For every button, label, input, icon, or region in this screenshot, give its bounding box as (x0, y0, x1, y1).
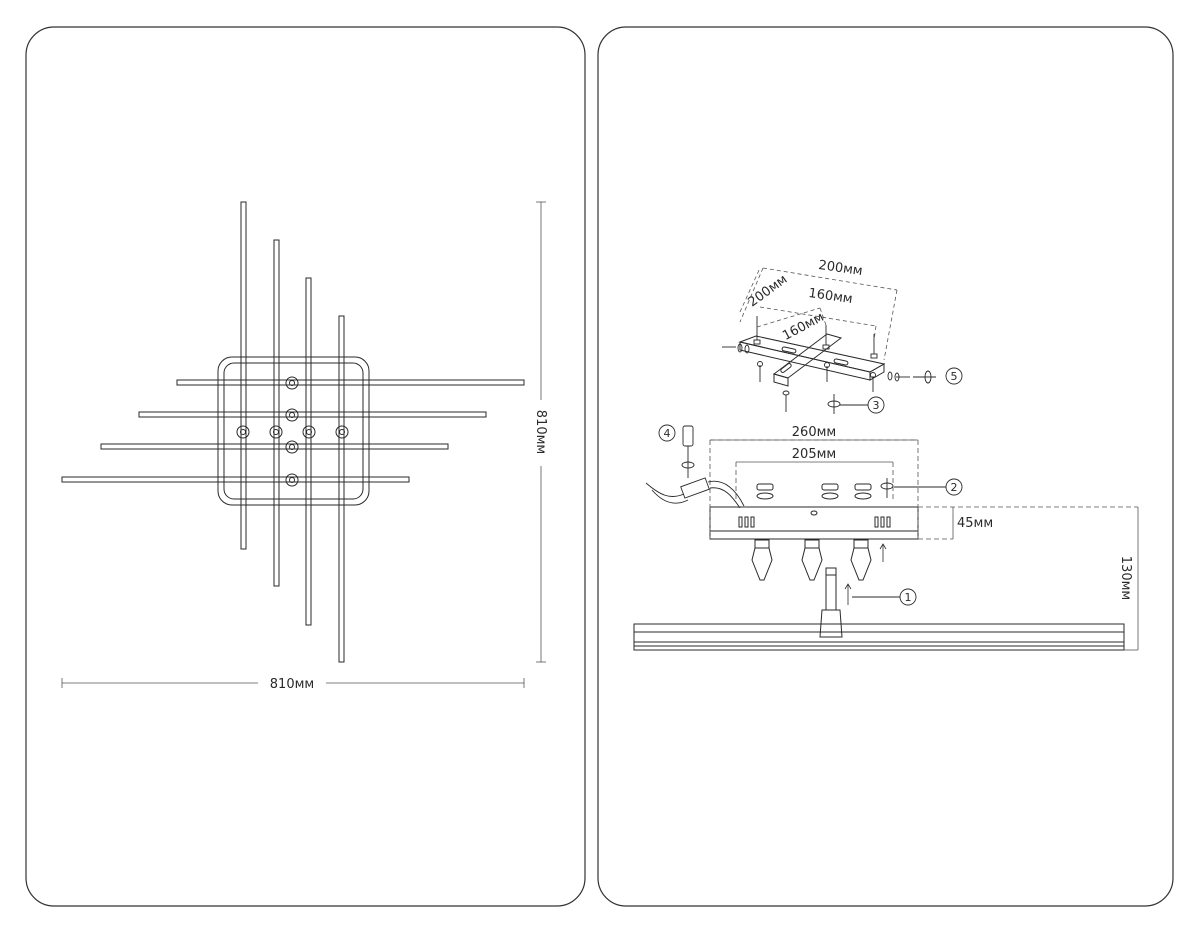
horizontal-bar (61, 476, 410, 483)
fixture-top-view (61, 201, 525, 663)
base-plate-inner (223, 362, 364, 500)
bracket-dimensions (739, 267, 898, 361)
step-5-number: 5 (951, 370, 958, 383)
bracket-dim-outer-a: 200мм (817, 258, 863, 279)
vertical-bar (273, 239, 280, 587)
socket (850, 539, 872, 581)
bracket-dim-inner-a: 160мм (807, 286, 853, 307)
base-canopy (709, 483, 919, 581)
step-2-number: 2 (951, 481, 958, 494)
socket (751, 539, 773, 581)
center-rod (819, 567, 843, 638)
left-panel: 810мм 810мм (25, 26, 586, 907)
canopy-dimension-lines (710, 439, 954, 539)
width-dimension (61, 678, 525, 688)
canopy-outline (709, 439, 1138, 540)
horizontal-bar (138, 411, 487, 418)
right-panel-border (597, 26, 1174, 907)
mounting-bracket (738, 333, 886, 387)
right-panel: 200мм 200мм 160мм 160мм 5 3 (597, 26, 1174, 907)
vertical-bar (338, 315, 345, 663)
light-bar-side (633, 623, 1125, 651)
bracket-dim-outer-b: 200мм (746, 272, 791, 310)
canopy-holes-label: 205мм (792, 447, 836, 462)
step-4-screwdriver (645, 424, 745, 509)
step-3-number: 3 (873, 399, 880, 412)
vertical-bar (240, 201, 247, 550)
total-height-dimension (1124, 507, 1139, 651)
step-1-callout (852, 588, 917, 606)
step-5-callout (913, 367, 963, 385)
mounting-boss (236, 376, 349, 487)
base-plate-outer (217, 356, 370, 506)
step-2-callout (880, 478, 963, 498)
left-panel-border (25, 26, 586, 907)
step-1-number: 1 (905, 591, 912, 604)
vertical-bar (305, 277, 312, 626)
up-arrows (844, 543, 887, 605)
height-label: 810мм (533, 410, 548, 454)
height-dimension (536, 201, 546, 663)
total-height-label: 130мм (1118, 556, 1133, 600)
canopy-height-label: 45мм (957, 516, 993, 531)
step-3-callout (827, 394, 885, 414)
socket (801, 539, 823, 581)
step-4-number: 4 (664, 427, 671, 440)
canopy-width-label: 260мм (792, 425, 836, 440)
bracket-dim-inner-b: 160мм (780, 310, 826, 344)
bracket-screws (722, 316, 910, 412)
horizontal-bar (100, 443, 449, 450)
width-label: 810мм (270, 677, 314, 692)
vent-slots (738, 516, 891, 528)
horizontal-bar (176, 379, 525, 386)
